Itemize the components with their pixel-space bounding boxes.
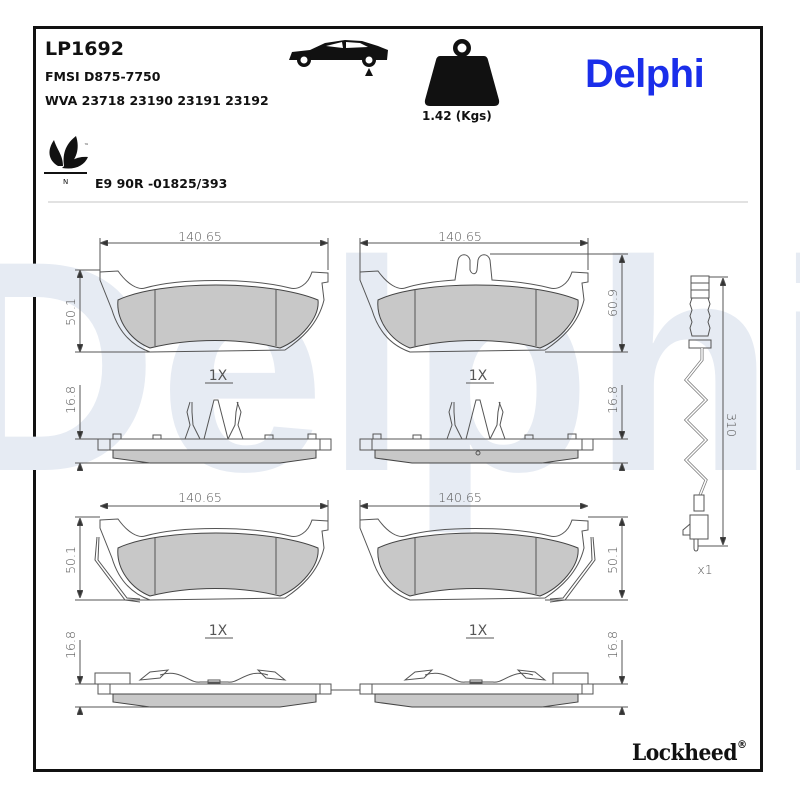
delphi-logo: Delphi [585, 52, 705, 96]
watermark-text: Delphi [0, 198, 800, 536]
eco-n-label: N [63, 178, 68, 186]
side-top-right-drawing [359, 382, 628, 470]
dim-length-label: 310 [724, 413, 739, 437]
qty-label: 1X [469, 368, 488, 384]
lockheed-logo: Lockheed® [632, 738, 747, 766]
side-bottom-left-drawing [75, 637, 350, 714]
side-bottom-right-drawing [343, 637, 628, 714]
datasheet-frame [33, 26, 763, 772]
dim-thickness-label: 16.8 [605, 631, 620, 659]
dim-height-label: 50.1 [63, 298, 78, 326]
pad-bottom-right-drawing [359, 500, 628, 603]
dim-width-label: 140.65 [178, 229, 222, 244]
dim-width-label: 140.65 [438, 229, 482, 244]
registered-mark: ® [737, 738, 747, 751]
pad-bottom-left-drawing [75, 500, 329, 603]
dim-width-label: 140.65 [178, 490, 222, 505]
weight-value: 1.42 (Kgs) [422, 109, 492, 123]
lockheed-text: Lockheed [632, 740, 738, 766]
dim-thickness-label: 16.8 [63, 631, 78, 659]
dim-height-label: 50.1 [605, 546, 620, 574]
pad-top-left-drawing [75, 238, 329, 353]
car-rear-axle-icon [289, 40, 388, 76]
ece-approval: E9 90R -01825/393 [95, 176, 228, 191]
dim-height-label: 60.9 [605, 289, 620, 317]
dim-width-label: 140.65 [438, 490, 482, 505]
qty-label: x1 [697, 562, 712, 577]
weight-icon [424, 39, 500, 106]
side-top-left-drawing [75, 382, 332, 470]
header-divider [48, 201, 748, 203]
qty-label: 1X [209, 623, 228, 639]
trademark-mark: ™ [84, 143, 89, 149]
dim-thickness-label: 16.8 [605, 386, 620, 414]
pad-top-right-drawing [359, 238, 628, 353]
wva-codes: WVA 23718 23190 23191 23192 [45, 93, 269, 108]
fmsi-code: FMSI D875-7750 [45, 69, 161, 84]
part-number: LP1692 [45, 38, 124, 60]
leaf-eco-icon: ™ N [44, 136, 89, 186]
dim-thickness-label: 16.8 [63, 386, 78, 414]
wear-sensor-drawing [682, 275, 728, 552]
qty-label: 1X [209, 368, 228, 384]
qty-label: 1X [469, 623, 488, 639]
dim-height-label: 50.1 [63, 546, 78, 574]
